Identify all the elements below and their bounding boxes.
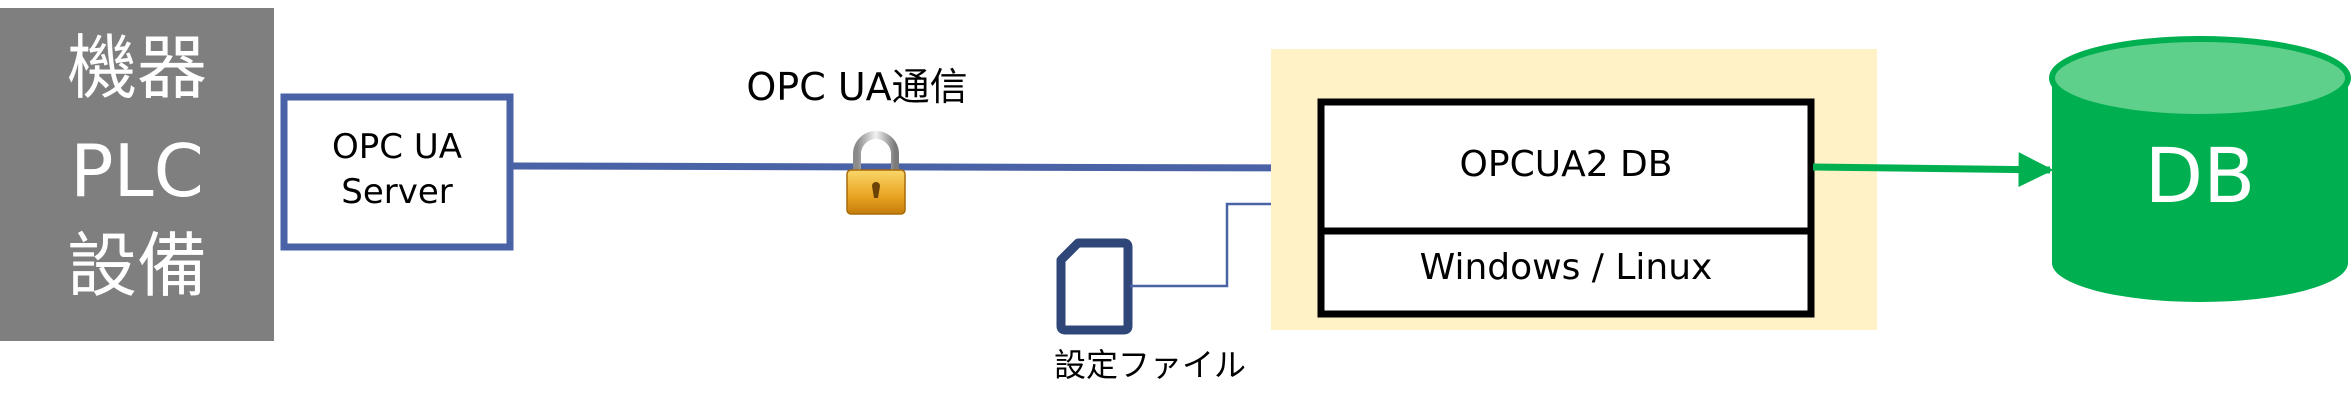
padlock-icon bbox=[846, 131, 906, 215]
platform-label: Windows / Linux bbox=[1420, 247, 1713, 288]
app-title: OPCUA2 DB bbox=[1460, 144, 1673, 185]
document-icon bbox=[1056, 238, 1133, 335]
database-cylinder: DB bbox=[2049, 36, 2351, 302]
device-label-line-3: 設備 bbox=[67, 225, 207, 307]
connection-label: OPC UA通信 bbox=[746, 65, 967, 109]
config-file-label: 設定ファイル bbox=[1054, 346, 1246, 384]
opc-ua-connection: OPC UA通信 bbox=[511, 65, 1322, 186]
device-block: 機器 PLC 設備 bbox=[0, 8, 274, 341]
opc-ua-server-box: OPC UA Server bbox=[280, 93, 514, 251]
device-label-line-1: 機器 bbox=[67, 27, 207, 109]
padlock-shackle bbox=[853, 131, 899, 174]
device-block-background bbox=[0, 8, 274, 341]
padlock-keyhole bbox=[872, 182, 880, 198]
db-arrow bbox=[1812, 152, 2054, 188]
server-label-line-2: Server bbox=[341, 172, 453, 212]
config-file: 設定ファイル bbox=[1054, 191, 1321, 384]
application-area: OPCUA2 DB Windows / Linux bbox=[1271, 49, 1877, 330]
database-top bbox=[2049, 36, 2351, 120]
device-label-line-2: PLC bbox=[70, 129, 204, 213]
database-label: DB bbox=[2145, 131, 2256, 220]
connection-arrow bbox=[511, 150, 1322, 186]
server-box-border bbox=[280, 93, 514, 251]
database-body bbox=[2052, 78, 2348, 302]
app-title-box bbox=[1317, 98, 1815, 235]
server-label-line-1: OPC UA bbox=[332, 127, 462, 167]
platform-box bbox=[1317, 227, 1815, 318]
